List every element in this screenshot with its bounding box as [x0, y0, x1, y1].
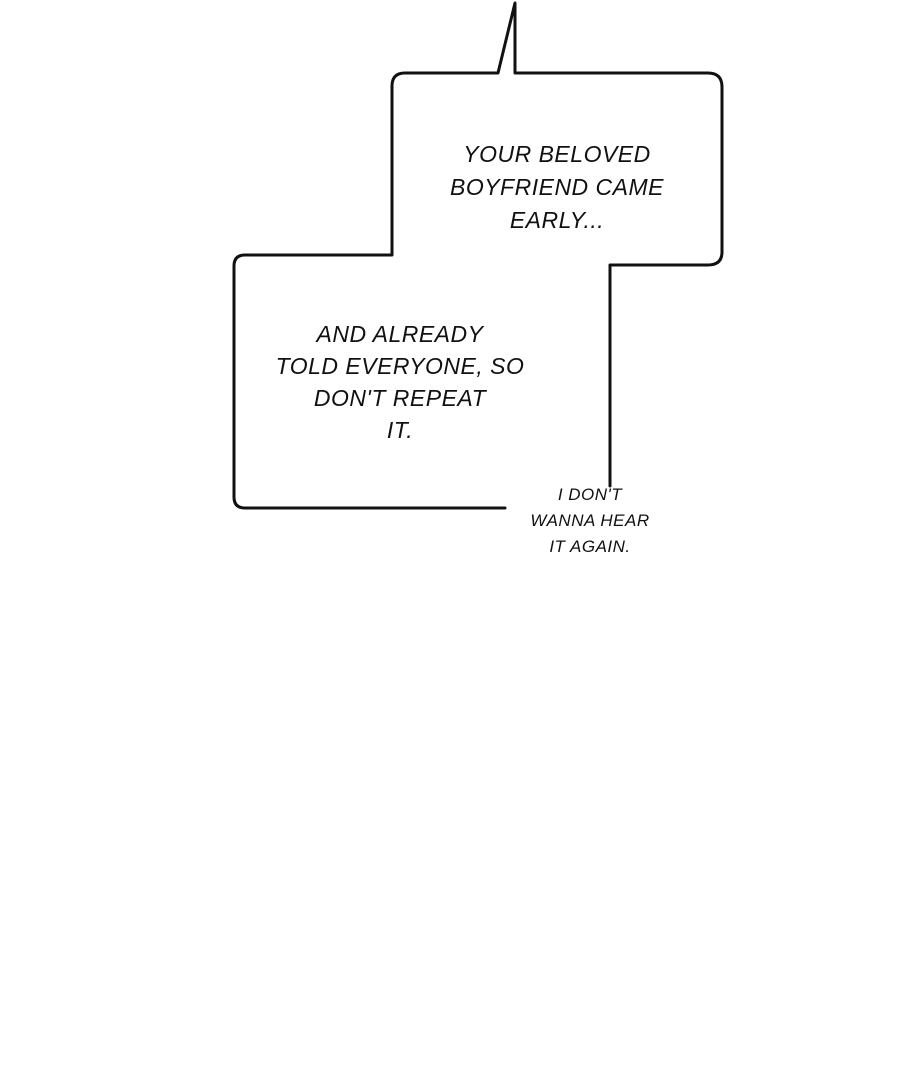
speech-bubble-border: [232, 1, 724, 510]
caption-text: I don't wanna hear it again.: [515, 482, 665, 560]
text-line: wanna hear: [530, 511, 650, 530]
text-line: don't repeat: [313, 385, 487, 411]
speech-text-lower: And already told everyone, so don't repe…: [250, 318, 550, 446]
text-line: Your beloved: [463, 141, 651, 167]
text-line: it again.: [549, 537, 631, 556]
text-line: And already: [316, 321, 484, 347]
text-line: told everyone, so: [275, 353, 525, 379]
speech-text-main: Your beloved boyfriend came early...: [407, 138, 707, 237]
text-line: I don't: [557, 485, 623, 504]
text-line: early...: [509, 207, 605, 233]
text-line: it.: [386, 417, 414, 443]
text-line: boyfriend came: [449, 174, 665, 200]
